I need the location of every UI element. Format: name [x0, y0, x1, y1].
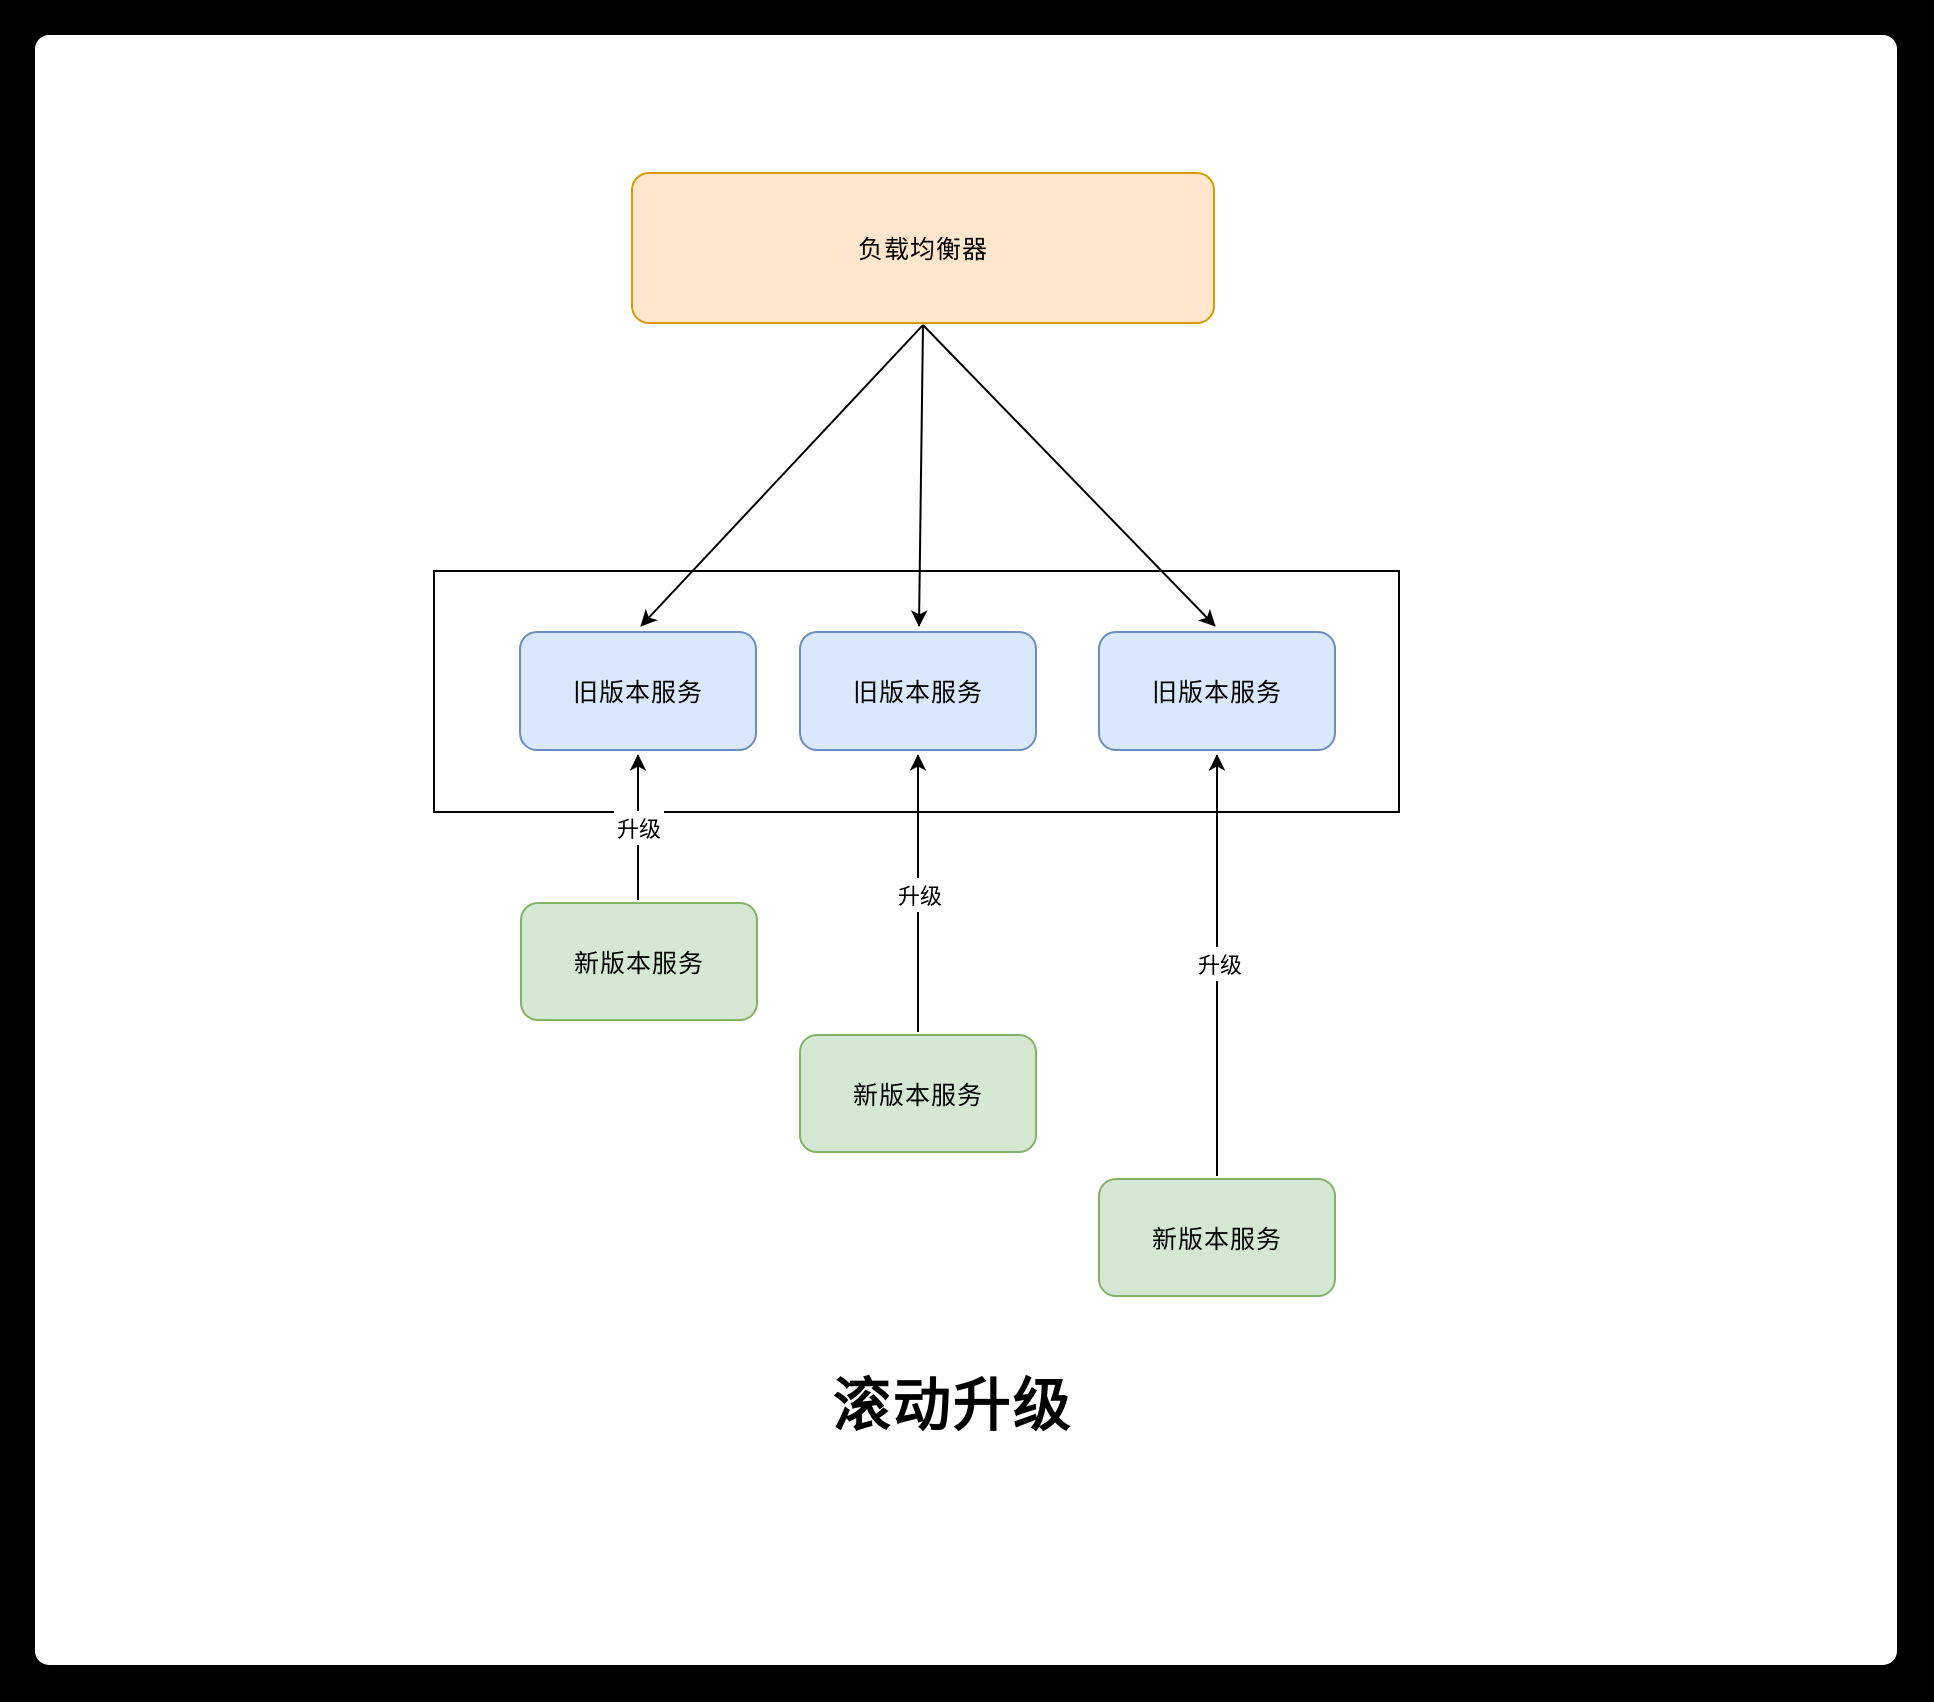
old-service-node-1: 旧版本服务	[519, 631, 757, 751]
lb-to-old-3-arrow	[922, 324, 1216, 627]
lb-to-old-2-arrow	[910, 324, 928, 627]
lb-to-old-1-arrow	[640, 324, 924, 627]
diagram-title: 滚动升级	[832, 1373, 1073, 1438]
load-balancer-node: 负载均衡器	[631, 172, 1215, 324]
new-service-node-1: 新版本服务	[520, 902, 758, 1021]
new-service-node-2: 新版本服务	[799, 1034, 1037, 1153]
old-service-label: 旧版本服务	[572, 679, 703, 707]
old-service-node-3: 旧版本服务	[1098, 631, 1336, 751]
old-service-label: 旧版本服务	[1151, 679, 1282, 707]
new-service-label: 新版本服务	[573, 949, 704, 978]
new-service-node-3: 新版本服务	[1098, 1178, 1336, 1297]
old-services-group-frame	[433, 570, 1400, 813]
load-balancer-label: 负载均衡器	[857, 236, 988, 264]
new-service-label: 新版本服务	[852, 1081, 983, 1110]
upgrade-edge-label-3: 升级	[1194, 947, 1246, 981]
old-service-node-2: 旧版本服务	[799, 631, 1037, 751]
upgrade-edge-label-2: 升级	[894, 878, 946, 912]
diagram-page: 负载均衡器 旧版本服务 旧版本服务 旧版本服务 新版本服务 新版本服务 新版本服…	[35, 35, 1897, 1665]
upgrade-edge-label-1: 升级	[613, 811, 665, 845]
new-service-label: 新版本服务	[1151, 1225, 1282, 1254]
old-service-label: 旧版本服务	[852, 679, 983, 707]
